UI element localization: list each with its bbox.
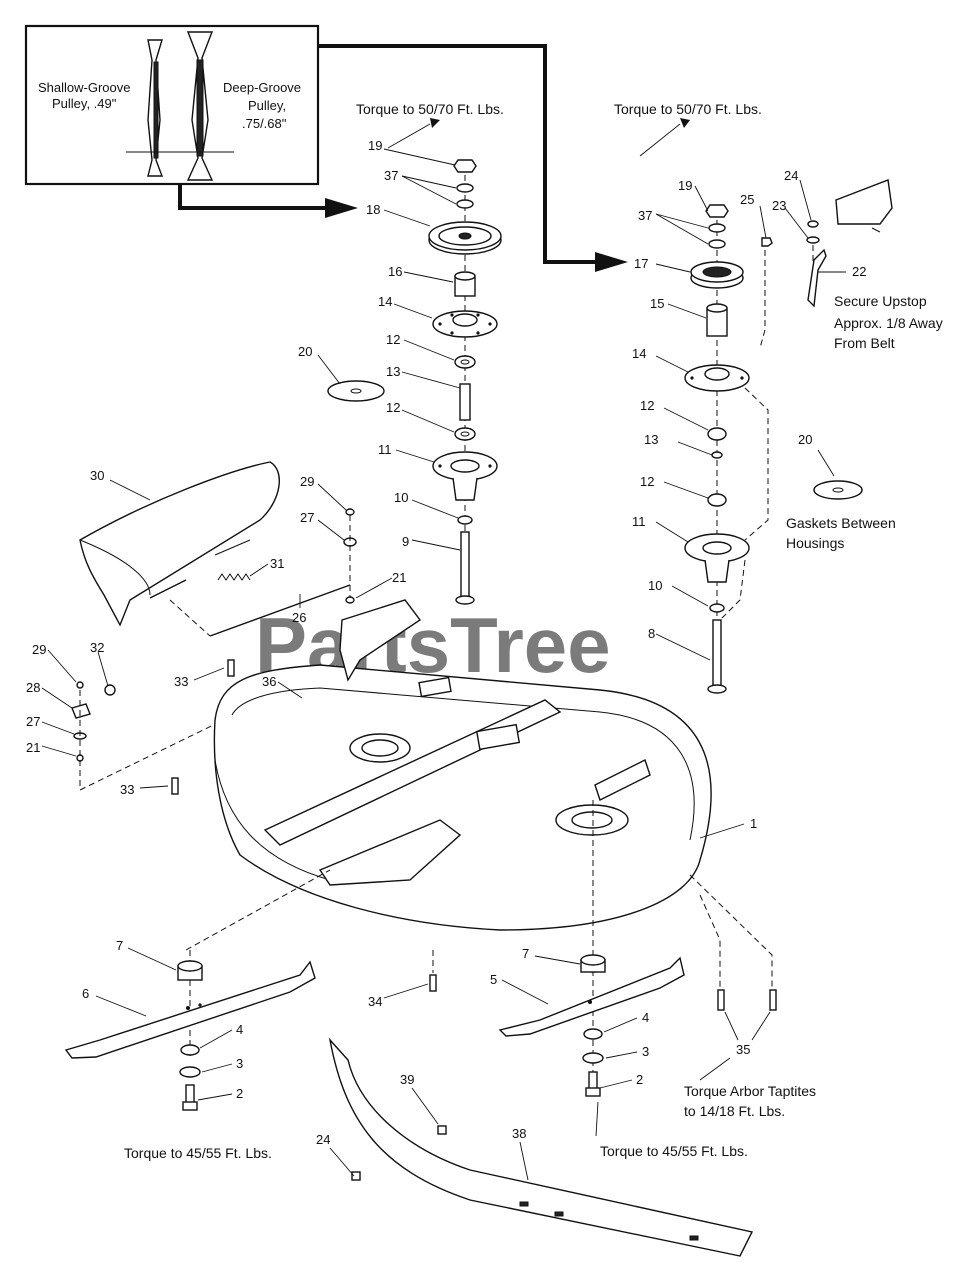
callout-29-top: 29 — [300, 474, 314, 489]
callout-26: 26 — [292, 610, 306, 625]
deep-groove-label-3: .75/.68" — [242, 116, 287, 131]
callout-2-right: 2 — [636, 1072, 643, 1087]
callout-3-right: 3 — [642, 1044, 649, 1059]
callout-1: 1 — [750, 816, 757, 831]
callout-31: 31 — [270, 556, 284, 571]
callout-2-left: 2 — [236, 1086, 243, 1101]
deep-groove-label-1: Deep-Groove — [223, 80, 301, 95]
callout-15: 15 — [650, 296, 664, 311]
callout-24-top: 24 — [784, 168, 798, 183]
inset-arrows — [178, 44, 628, 272]
callout-14-right: 14 — [632, 346, 646, 361]
gaskets-note-1: Gaskets Between — [786, 515, 896, 531]
torque-note-left-bottom: Torque to 45/55 Ft. Lbs. — [124, 1145, 272, 1161]
gasket-left — [327, 380, 385, 402]
callout-24-bottom: 24 — [316, 1132, 330, 1147]
callout-14-left: 14 — [378, 294, 392, 309]
deep-groove-label-2: Pulley, — [248, 98, 286, 113]
torque-note-right-bottom: Torque to 45/55 Ft. Lbs. — [600, 1143, 748, 1159]
callout-12-right-b: 12 — [640, 474, 654, 489]
left-blade-assembly — [64, 869, 331, 1111]
callout-33-top: 33 — [174, 674, 188, 689]
callout-12-left-a: 12 — [386, 332, 400, 347]
callout-23: 23 — [772, 198, 786, 213]
callout-38: 38 — [512, 1126, 526, 1141]
gasket-right — [813, 480, 863, 500]
upstop-note-2: Approx. 1/8 Away — [834, 315, 943, 331]
callout-3-left: 3 — [236, 1056, 243, 1071]
callout-17: 17 — [634, 256, 648, 271]
shallow-groove-label-1: Shallow-Groove — [38, 80, 131, 95]
mower-deck — [213, 599, 712, 931]
callout-16: 16 — [388, 264, 402, 279]
callout-4-right: 4 — [642, 1010, 649, 1025]
callout-21-top: 21 — [392, 570, 406, 585]
upstop-hardware — [761, 179, 893, 308]
callout-6: 6 — [82, 986, 89, 1001]
callout-19-left: 19 — [368, 138, 382, 153]
callout-12-right-a: 12 — [640, 398, 654, 413]
callouts: 19 37 18 16 14 12 13 12 11 10 9 20 19 37… — [26, 138, 866, 1147]
callout-25: 25 — [740, 192, 754, 207]
callout-37-right: 37 — [638, 208, 652, 223]
arbor-note-2: to 14/18 Ft. Lbs. — [684, 1103, 785, 1119]
pulley-inset: Shallow-Groove Pulley, .49" Deep-Groove … — [24, 24, 320, 186]
callout-10-left: 10 — [394, 490, 408, 505]
callout-21-left: 21 — [26, 740, 40, 755]
gaskets-note-2: Housings — [786, 535, 844, 551]
callout-12-left-b: 12 — [386, 400, 400, 415]
callout-8: 8 — [648, 626, 655, 641]
upstop-note-1: Secure Upstop — [834, 293, 927, 309]
arbor-note-1: Torque Arbor Taptites — [684, 1083, 816, 1099]
callout-20-right: 20 — [798, 432, 812, 447]
callout-9: 9 — [402, 534, 409, 549]
leader-lines — [41, 118, 846, 1181]
callout-36: 36 — [262, 674, 276, 689]
callout-18: 18 — [366, 202, 380, 217]
callout-28: 28 — [26, 680, 40, 695]
shallow-groove-label-2: Pulley, .49" — [52, 96, 117, 111]
callout-27-top: 27 — [300, 510, 314, 525]
callout-33-bottom: 33 — [120, 782, 134, 797]
callout-5: 5 — [490, 972, 497, 987]
torque-note-left-top: Torque to 50/70 Ft. Lbs. — [356, 101, 504, 117]
front-bumper — [328, 1037, 754, 1257]
callout-37-left: 37 — [384, 168, 398, 183]
callout-35: 35 — [736, 1042, 750, 1057]
torque-note-right-top: Torque to 50/70 Ft. Lbs. — [614, 101, 762, 117]
right-spindle-assembly — [684, 204, 769, 694]
notes: Torque to 50/70 Ft. Lbs. Torque to 50/70… — [124, 101, 943, 1161]
chute-hardware — [71, 508, 357, 795]
callout-13-left: 13 — [386, 364, 400, 379]
callout-22: 22 — [852, 264, 866, 279]
callout-27-left: 27 — [26, 714, 40, 729]
upstop-note-3: From Belt — [834, 335, 895, 351]
callout-11-left: 11 — [378, 442, 392, 457]
callout-19-right: 19 — [678, 178, 692, 193]
callout-4-left: 4 — [236, 1022, 243, 1037]
callout-13-right: 13 — [644, 432, 658, 447]
callout-10-right: 10 — [648, 578, 662, 593]
callout-7-left: 7 — [116, 938, 123, 953]
callout-20-left: 20 — [298, 344, 312, 359]
callout-11-right: 11 — [632, 514, 646, 529]
callout-30: 30 — [90, 468, 104, 483]
discharge-chute — [79, 461, 351, 637]
callout-32: 32 — [90, 640, 104, 655]
callout-29-left: 29 — [32, 642, 46, 657]
left-spindle-assembly — [428, 159, 502, 605]
right-blade-assembly — [498, 800, 685, 1097]
taptite-bolts — [429, 874, 777, 1011]
callout-39: 39 — [400, 1072, 414, 1087]
callout-7-right: 7 — [522, 946, 529, 961]
callout-34: 34 — [368, 994, 382, 1009]
